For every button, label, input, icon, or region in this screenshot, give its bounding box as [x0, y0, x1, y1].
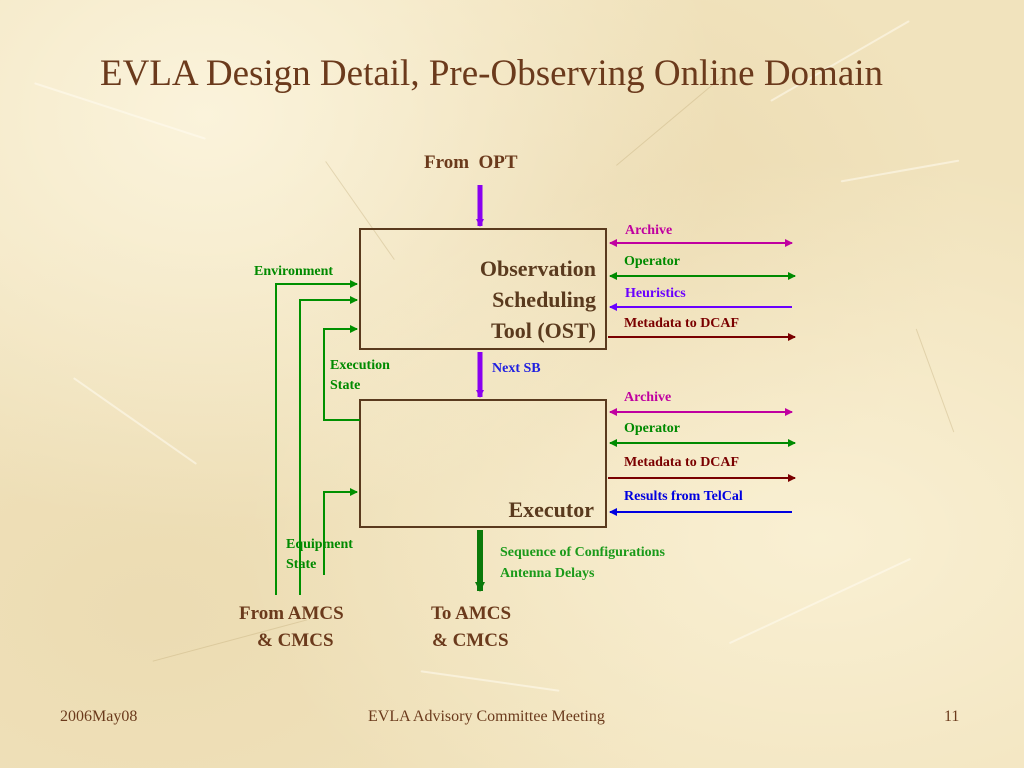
- environment-label: Environment: [254, 264, 334, 279]
- equip-state-line: [323, 488, 358, 575]
- sequence-label-2: Antenna Delays: [500, 566, 595, 581]
- footer-date: 2006May08: [60, 708, 138, 725]
- from-amcs-label-2: & CMCS: [257, 630, 334, 651]
- ost-label-line3: Tool (OST): [491, 318, 596, 343]
- execution-state-label-2: State: [330, 378, 361, 393]
- exec-output-telcal: Results from TelCal: [624, 489, 743, 504]
- ost-box: [359, 228, 607, 350]
- slide-title: EVLA Design Detail, Pre-Observing Online…: [100, 53, 884, 94]
- exec-output-metadata: Metadata to DCAF: [624, 455, 740, 470]
- ost-label-line2: Scheduling: [492, 287, 596, 312]
- to-amcs-label-1: To AMCS: [431, 603, 512, 624]
- from-amcs-label-1: From AMCS: [239, 603, 344, 624]
- execution-state-label-1: Execution: [330, 358, 390, 373]
- ost-label-line1: Observation: [479, 256, 596, 281]
- executor-box: [359, 399, 607, 528]
- executor-label: Executor: [508, 497, 594, 522]
- env-line-outer: [275, 280, 358, 595]
- exec-output-operator: Operator: [624, 421, 680, 436]
- exec-output-archive: Archive: [624, 390, 672, 405]
- to-amcs-label-2: & CMCS: [432, 630, 509, 651]
- equipment-state-label-2: State: [286, 557, 317, 572]
- from-opt-label: From OPT: [424, 152, 518, 173]
- footer-center: EVLA Advisory Committee Meeting: [368, 708, 605, 725]
- ost-output-archive: Archive: [625, 223, 673, 238]
- exec-state-line: [323, 325, 360, 421]
- footer-page-number: 11: [944, 708, 960, 725]
- equipment-state-label-1: Equipment: [286, 537, 353, 552]
- ost-output-metadata: Metadata to DCAF: [624, 316, 740, 331]
- ost-output-heuristics: Heuristics: [625, 286, 686, 301]
- ost-output-operator: Operator: [624, 254, 680, 269]
- env-line-inner: [299, 296, 358, 595]
- sequence-label-1: Sequence of Configurations: [500, 545, 665, 560]
- next-sb-label: Next SB: [492, 361, 541, 376]
